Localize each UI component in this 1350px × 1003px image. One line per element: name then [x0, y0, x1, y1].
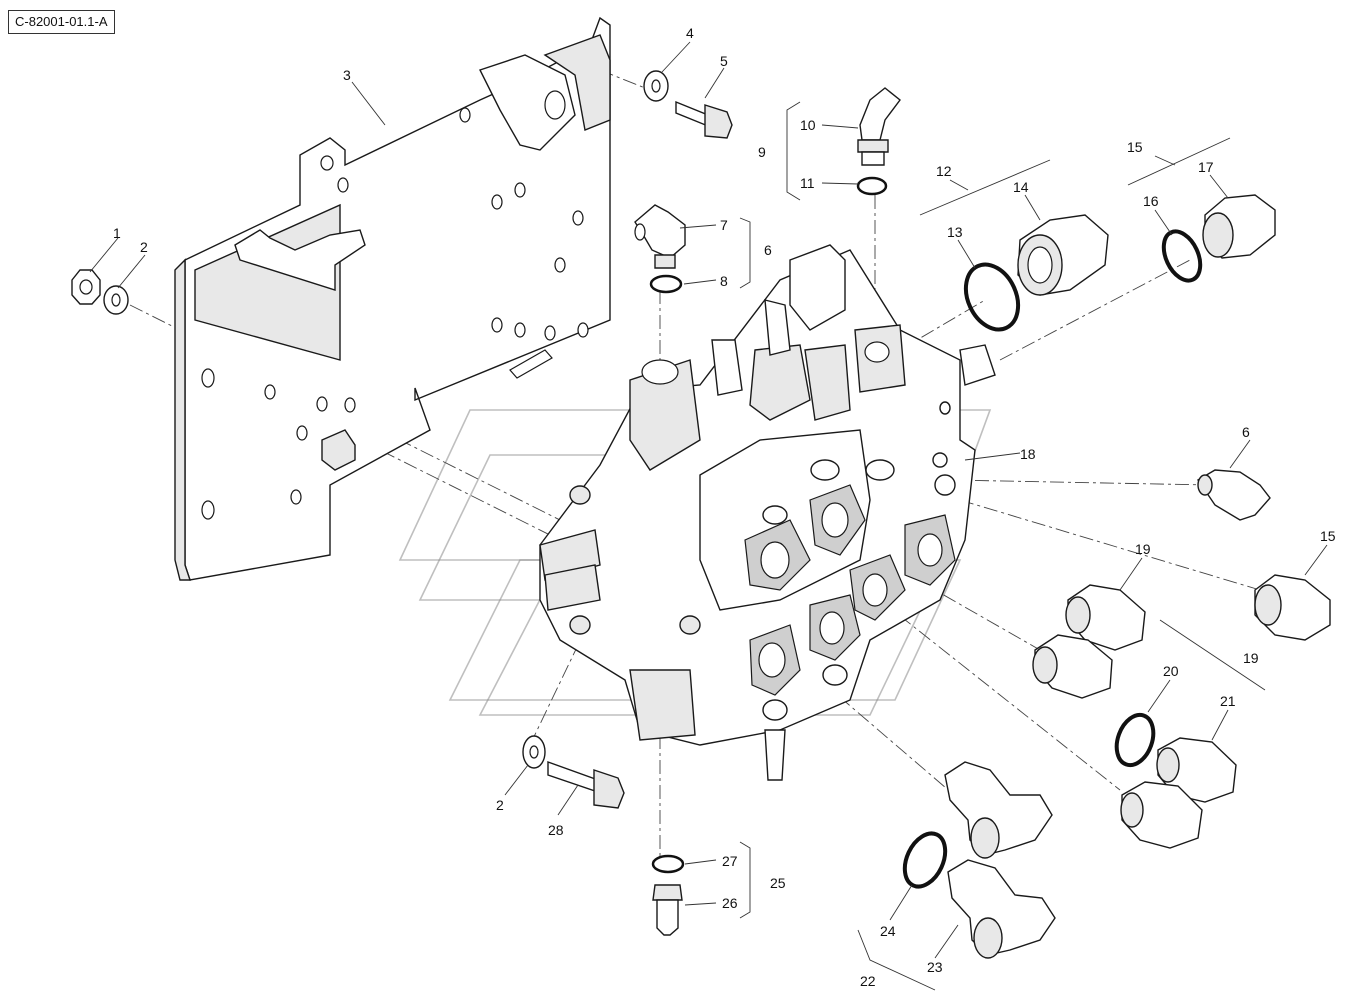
callout-leaders [89, 41, 1328, 991]
callout-3: 3 [343, 67, 351, 83]
callout-6-right: 6 [1242, 424, 1250, 440]
mounting-plate [174, 16, 611, 581]
o-ring-part-11 [856, 176, 888, 196]
fitting-part-19-upper [1065, 584, 1146, 651]
callout-13: 13 [947, 224, 963, 240]
callout-24: 24 [880, 923, 896, 939]
callout-27: 27 [722, 853, 738, 869]
washer-part-2-lower [522, 735, 546, 769]
callout-4: 4 [686, 25, 694, 41]
o-ring-part-24 [902, 831, 948, 889]
callout-9: 9 [758, 144, 766, 160]
callout-labels: 1 2 2 3 4 5 6 6 7 8 9 10 11 12 13 14 15 … [113, 25, 1336, 989]
bolt-part-5 [675, 100, 733, 139]
callout-2-left: 2 [140, 239, 148, 255]
washer-part-4 [643, 70, 669, 102]
callout-12: 12 [936, 163, 952, 179]
callout-11: 11 [800, 175, 815, 191]
callout-25: 25 [770, 875, 786, 891]
callout-2-lower: 2 [496, 797, 504, 813]
washer-part-2-left [103, 285, 129, 315]
callout-19-upper: 19 [1135, 541, 1151, 557]
elbow-fitting-part-23-upper [944, 761, 1053, 859]
callout-6-upper: 6 [764, 242, 772, 258]
callout-28: 28 [548, 822, 564, 838]
bolt-part-28 [547, 761, 625, 809]
o-ring-part-8 [649, 274, 683, 294]
reference-code: C-82001-01.1-A [8, 10, 115, 34]
elbow-fitting-part-7 [634, 204, 686, 269]
callout-19-right: 19 [1243, 650, 1259, 666]
callout-21: 21 [1220, 693, 1236, 709]
callout-5: 5 [720, 53, 728, 69]
fitting-part-21-lower [1120, 781, 1203, 849]
callout-15-upper: 15 [1127, 139, 1143, 155]
callout-8: 8 [720, 273, 728, 289]
callout-18: 18 [1020, 446, 1036, 462]
nut-part-1 [71, 269, 101, 305]
o-ring-part-16 [1161, 229, 1203, 283]
fitting-part-15 [1254, 574, 1331, 641]
callout-1: 1 [113, 225, 121, 241]
o-ring-part-13 [963, 262, 1021, 332]
control-valve-body [539, 244, 996, 781]
callout-26: 26 [722, 895, 738, 911]
elbow-fitting-part-6 [1197, 469, 1271, 521]
fitting-part-14 [1017, 214, 1109, 296]
callout-20: 20 [1163, 663, 1179, 679]
plug-part-26 [652, 884, 683, 936]
fitting-part-17 [1202, 194, 1276, 259]
callout-10: 10 [800, 117, 816, 133]
callout-14: 14 [1013, 179, 1029, 195]
callout-23: 23 [927, 959, 943, 975]
o-ring-part-20 [1114, 712, 1156, 768]
o-ring-part-27 [651, 854, 685, 874]
fitting-part-10 [857, 87, 901, 166]
elbow-fitting-part-23-lower [947, 859, 1056, 959]
callout-22: 22 [860, 973, 876, 989]
callout-15-right: 15 [1320, 528, 1336, 544]
callout-17: 17 [1198, 159, 1214, 175]
callout-7: 7 [720, 217, 728, 233]
callout-16: 16 [1143, 193, 1159, 209]
fitting-part-19-lower [1032, 634, 1113, 699]
